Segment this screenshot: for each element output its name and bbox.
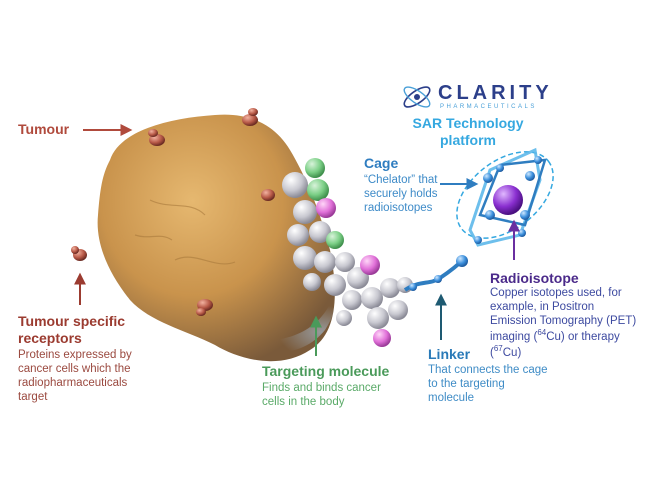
cage-desc: “Chelator” that securely holds radioisot… (364, 174, 438, 215)
receptors-desc: Proteins expressed by cancer cells which… (18, 349, 132, 404)
radioisotope-desc-mid: Cu) or therapy ( (490, 330, 620, 359)
receptors-title: Tumour specific receptors (18, 313, 126, 347)
linker-desc: That connects the cage to the targeting … (428, 364, 548, 405)
logo-subtitle: PHARMACEUTICALS (440, 104, 537, 110)
receptor-icons (71, 108, 275, 316)
targeting-title: Targeting molecule (262, 363, 390, 379)
radioisotope-desc-pre: Copper isotopes used, for example, in Po… (490, 287, 637, 343)
tumour-label: Tumour (18, 121, 70, 137)
isotope-64-sup: 64 (537, 328, 547, 338)
atom-logo-icon (403, 86, 431, 108)
linker-chain (403, 255, 468, 292)
targeting-desc: Finds and binds cancer cells in the body (262, 382, 381, 409)
linker-title: Linker (428, 346, 471, 362)
clarity-logo: CLARITY PHARMACEUTICALS (400, 80, 549, 114)
logo-name: CLARITY (438, 82, 553, 104)
tumour-cell (97, 114, 337, 362)
radioisotope-desc-end: Cu) (502, 346, 522, 359)
platform-title: SAR Technology platform (412, 115, 524, 148)
radioisotope-desc: Copper isotopes used, for example, in Po… (490, 286, 638, 360)
isotope-67-sup: 67 (493, 343, 503, 353)
cage-title: Cage (364, 155, 399, 171)
targeting-molecule-atoms (282, 158, 413, 347)
radioisotope-title: Radioisotope (490, 270, 579, 286)
cage-chelator (456, 147, 554, 247)
